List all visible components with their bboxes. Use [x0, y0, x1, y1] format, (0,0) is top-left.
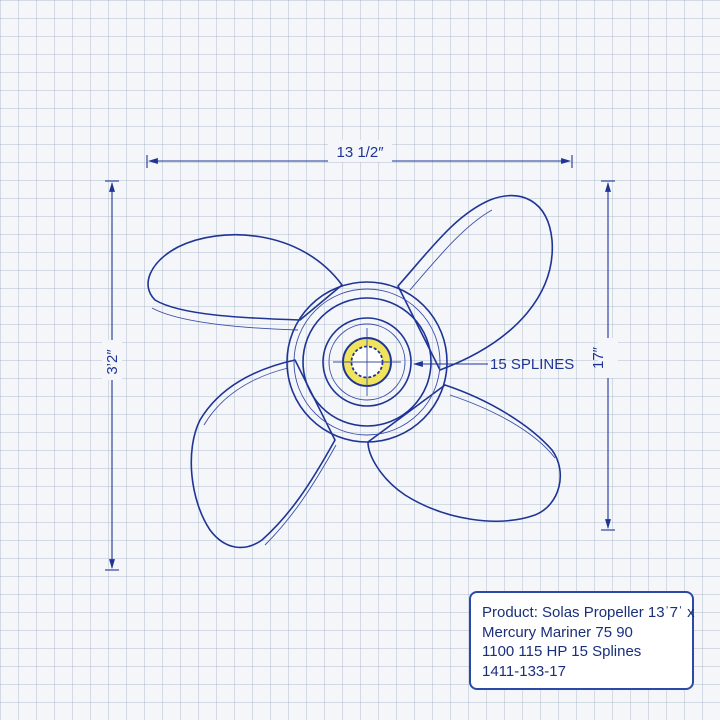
- splines-label: 15 SPLINES: [490, 356, 574, 373]
- propeller-hub: [286, 281, 448, 443]
- width-dimension: 13 1/2″: [146, 140, 573, 168]
- right-height-dimension: 17″: [590, 180, 618, 531]
- width-label: 13 1/2″: [336, 144, 384, 161]
- splines-callout: 15 SPLINES: [413, 356, 574, 373]
- right-height-label: 17″: [590, 346, 607, 369]
- info-line-power: 1100 115 HP 15 Splines: [482, 643, 642, 660]
- propeller-blades: [147, 194, 561, 549]
- blade-upper-right: [397, 194, 554, 371]
- left-height-label: 3’2″: [104, 349, 121, 375]
- blade-lower-left: [190, 359, 336, 549]
- info-line-part-number: 1411-133-17: [482, 662, 566, 680]
- info-line-product: Product: Solas Propeller 13ˈ7ˈ x: [482, 604, 695, 621]
- left-height-dimension: 3’2″: [102, 180, 122, 571]
- blade-lower-right: [367, 384, 561, 522]
- product-info-box: Product: Solas Propeller 13ˈ7ˈ x Mercury…: [469, 591, 695, 690]
- blade-upper-left: [147, 234, 343, 321]
- info-line-compat: Mercury Mariner 75 90: [482, 623, 633, 641]
